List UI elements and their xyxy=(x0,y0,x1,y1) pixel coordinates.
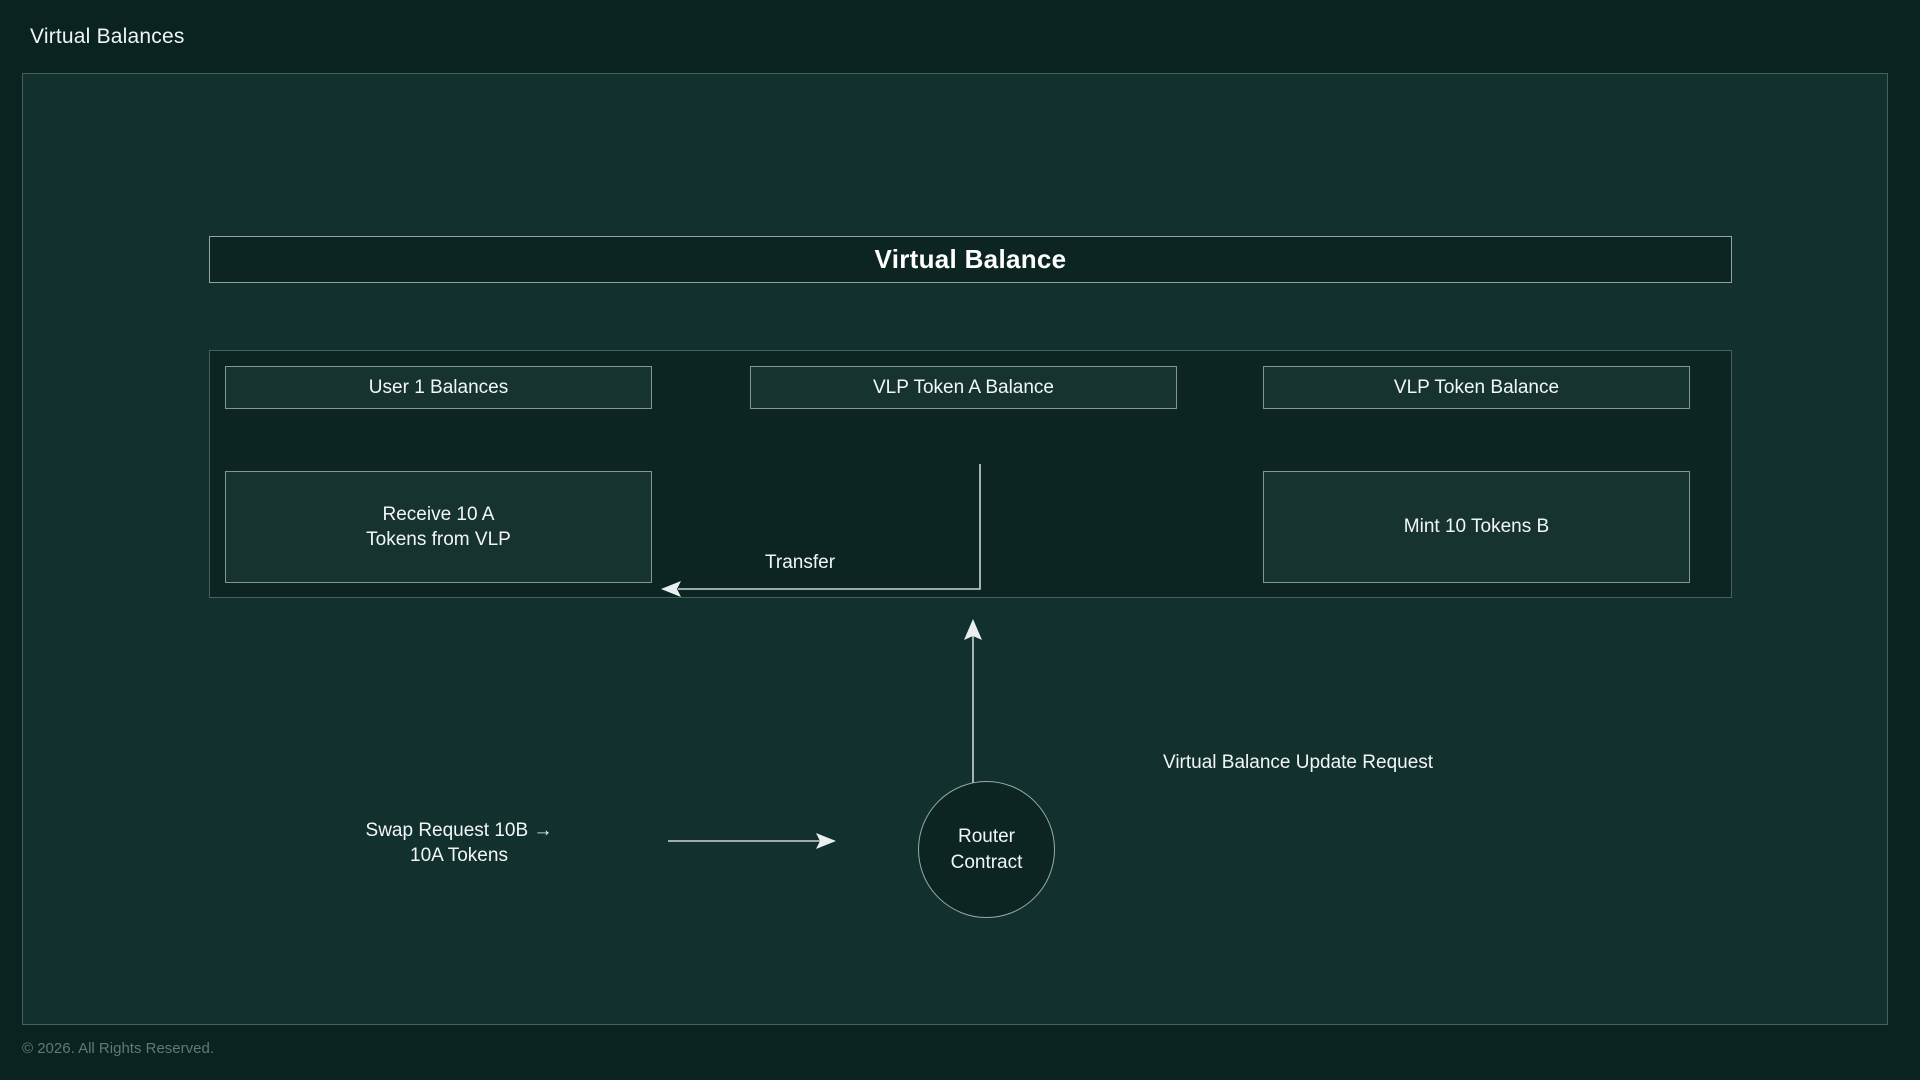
swap-request-label: Swap Request 10B → 10A Tokens xyxy=(365,820,553,867)
balance-header-label-vlp-token: VLP Token Balance xyxy=(1393,376,1560,398)
virtual-balance-update-request-label: Virtual Balance Update Request xyxy=(1163,752,1434,773)
app-header: Virtual Balances xyxy=(0,0,1920,73)
virtual-balance-title-box: Virtual Balance xyxy=(209,236,1732,283)
router-contract-label: Router Contract xyxy=(950,826,1023,873)
virtual-balance-update-arrow-icon xyxy=(964,619,982,784)
balance-body-box-user1: Receive 10 A Tokens from VLP xyxy=(225,471,652,583)
balance-header-label-user1: User 1 Balances xyxy=(368,376,509,398)
virtual-balance-title-label: Virtual Balance xyxy=(874,244,1067,274)
swap-request-arrow-icon xyxy=(668,833,836,849)
transfer-edge-label: Transfer xyxy=(765,552,836,573)
diagram-panel: Virtual Balance User 1 Balances Receive … xyxy=(22,73,1888,1025)
balance-header-box-vlp-token-a: VLP Token A Balance xyxy=(750,366,1177,409)
balance-header-box-vlp-token: VLP Token Balance xyxy=(1263,366,1690,409)
balance-body-label-user1: Receive 10 A Tokens from VLP xyxy=(366,503,511,550)
balance-body-box-vlp-token: Mint 10 Tokens B xyxy=(1263,471,1690,583)
page-title: Virtual Balances xyxy=(30,24,185,48)
balance-header-box-user1: User 1 Balances xyxy=(225,366,652,409)
router-contract-node: Router Contract xyxy=(918,781,1055,918)
balance-body-label-vlp-token: Mint 10 Tokens B xyxy=(1403,516,1550,538)
balances-container: User 1 Balances Receive 10 A Tokens from… xyxy=(209,350,1732,598)
transfer-arrow-icon xyxy=(661,464,981,597)
balance-header-label-vlp-token-a: VLP Token A Balance xyxy=(872,376,1054,398)
footer-copyright: © 2026. All Rights Reserved. xyxy=(22,1040,214,1057)
